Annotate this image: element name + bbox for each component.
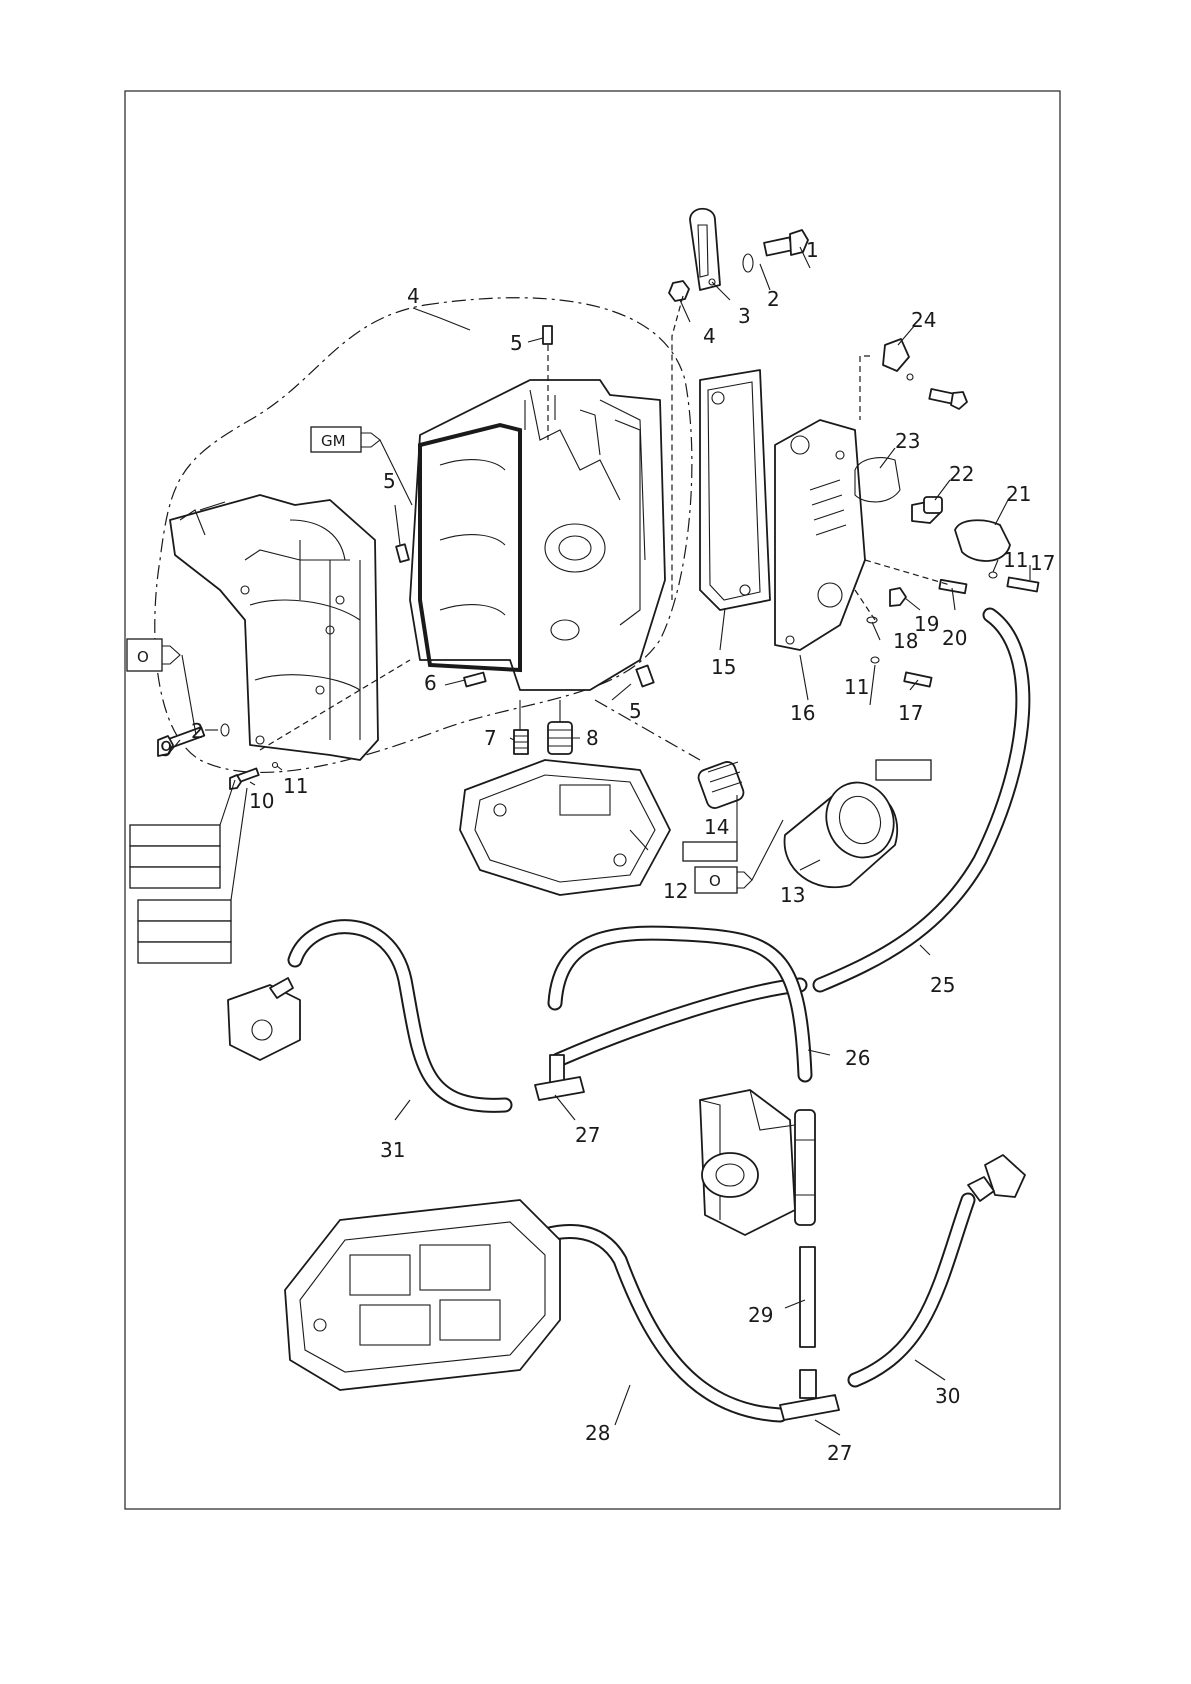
gasket-plate	[700, 370, 770, 610]
callout-4: 4	[703, 324, 716, 348]
cylinder-block	[410, 380, 665, 690]
callout-15: 15	[711, 655, 736, 679]
callout-5: 5	[629, 699, 642, 723]
callout-16: 16	[790, 701, 815, 725]
callout-25: 25	[930, 973, 955, 997]
callout-29: 29	[748, 1303, 773, 1327]
callout-30: 30	[935, 1384, 960, 1408]
callout-28: 28	[585, 1421, 610, 1445]
callout-17: 17	[1030, 551, 1055, 575]
callout-4: 4	[407, 284, 420, 308]
callout-3: 3	[738, 304, 751, 328]
callout-9: 9	[160, 737, 173, 761]
callout-31: 31	[380, 1138, 405, 1162]
callout-11: 11	[1003, 548, 1028, 572]
callout-5: 5	[510, 331, 523, 355]
callout-8: 8	[586, 726, 599, 750]
callout-11: 11	[844, 675, 869, 699]
callout-12: 12	[663, 879, 688, 903]
bottom-plate	[285, 1200, 560, 1390]
callout-27: 27	[575, 1123, 600, 1147]
fuel-connector	[968, 1155, 1025, 1201]
callout-6: 6	[424, 671, 437, 695]
callout-14: 14	[704, 815, 729, 839]
oil-tag-left-label: O	[137, 648, 149, 666]
fuel-joint	[228, 978, 300, 1060]
callout-20: 20	[942, 626, 967, 650]
callout-13: 13	[780, 883, 805, 907]
callout-22: 22	[949, 462, 974, 486]
crankcase	[170, 495, 410, 760]
callout-24: 24	[911, 308, 936, 332]
callout-27: 27	[827, 1441, 852, 1465]
callout-2: 2	[191, 719, 204, 743]
oil-tag-left: O	[127, 639, 196, 735]
callout-10: 10	[249, 789, 274, 813]
base-gasket	[460, 760, 670, 895]
callout-1: 1	[806, 238, 819, 262]
callout-19: 19	[914, 612, 939, 636]
clip-and-bolt	[860, 339, 967, 420]
callout-17: 17	[898, 701, 923, 725]
oil-tag-filter-label: O	[709, 872, 721, 890]
callout-11: 11	[283, 774, 308, 798]
callout-2: 2	[767, 287, 780, 311]
callout-26: 26	[845, 1046, 870, 1070]
gm-tag: GM	[311, 427, 412, 505]
callout-5: 5	[383, 469, 396, 493]
exhaust-cover	[775, 420, 865, 650]
callout-23: 23	[895, 429, 920, 453]
callout-7: 7	[484, 726, 497, 750]
fuel-pump	[700, 1090, 815, 1235]
callout-21: 21	[1006, 482, 1031, 506]
gm-tag-label: GM	[321, 432, 346, 450]
